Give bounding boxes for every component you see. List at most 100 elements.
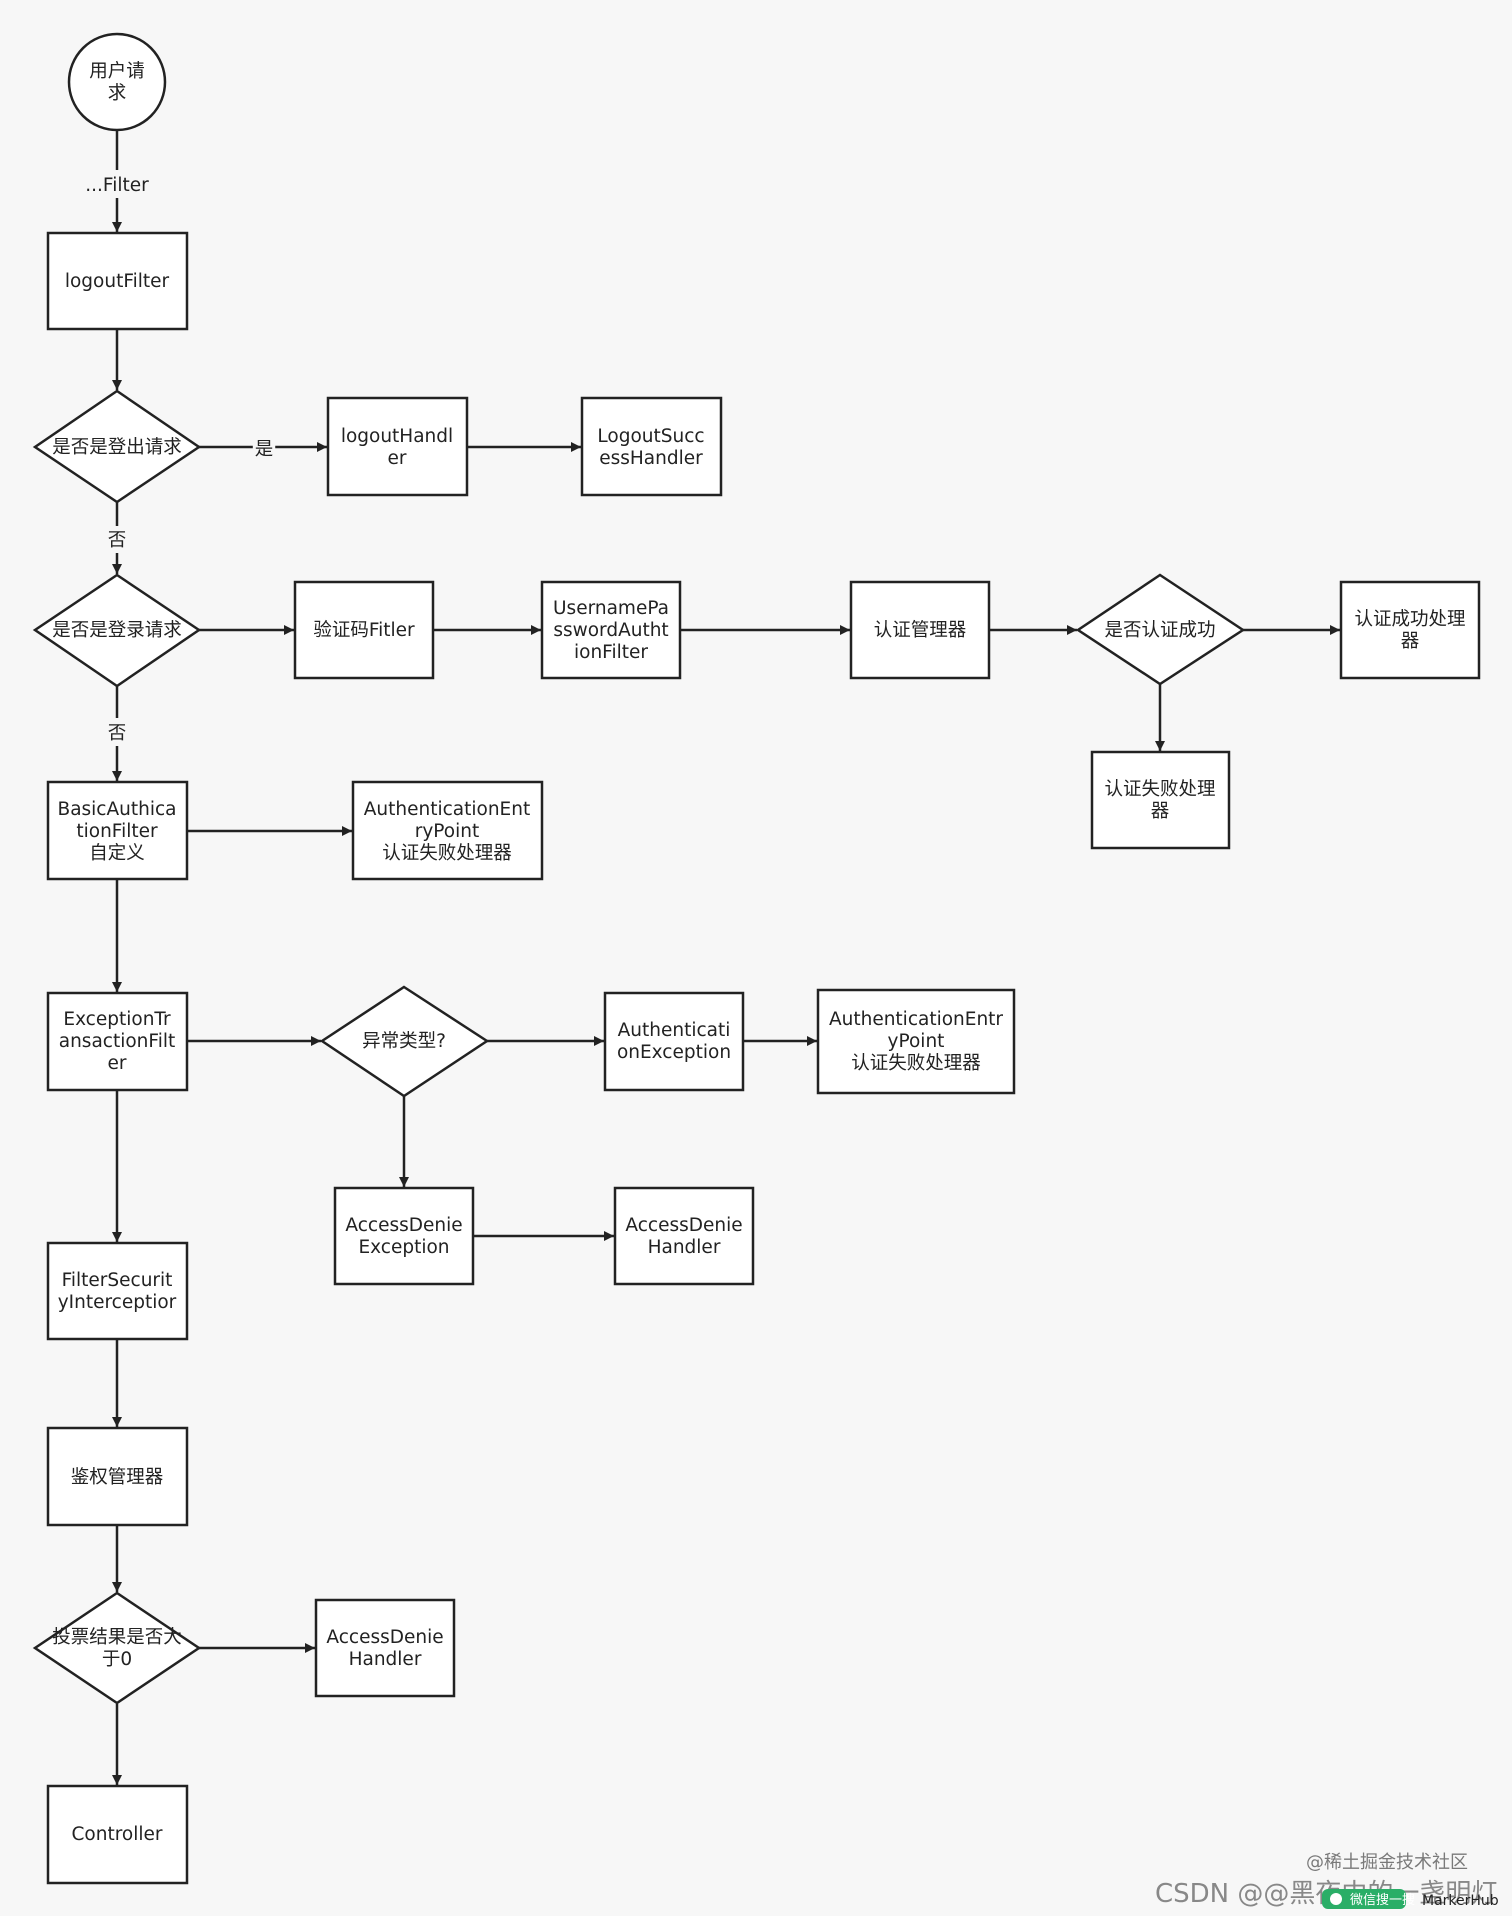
exc-type-label: 异常类型? xyxy=(362,1031,446,1052)
exc-type-label-line: 异常类型? xyxy=(362,1031,446,1052)
auth-success-handler-node xyxy=(1339,580,1481,680)
etf-label-line: ExceptionTr xyxy=(63,1009,171,1030)
ade-label-line: Exception xyxy=(358,1237,449,1258)
wechat-search-badge: 微信搜一搜 xyxy=(1322,1889,1415,1909)
adh-1-label-line: AccessDenie xyxy=(625,1215,742,1236)
controller-node xyxy=(46,1784,189,1885)
authn-exc-label-line: onException xyxy=(617,1042,731,1063)
is-logout-label: 是否是登出请求 xyxy=(52,437,182,458)
start-label-line: 求 xyxy=(108,83,127,104)
entry-point-2-label-line: AuthenticationEntr xyxy=(829,1009,1003,1030)
entry-point-2-label-line: 认证失败处理器 xyxy=(851,1053,981,1074)
upaf-node xyxy=(540,580,682,680)
adh-2-label-line: AccessDenie xyxy=(326,1627,443,1648)
is-login-label: 是否是登录请求 xyxy=(52,620,182,641)
entry-point-node-1 xyxy=(351,780,544,881)
controller-label: Controller xyxy=(71,1824,162,1845)
fsi-label-line: yInterceptior xyxy=(58,1292,177,1313)
edges xyxy=(112,131,1340,1785)
logout-filter-label-line: logoutFilter xyxy=(65,271,170,292)
filter-security-interceptor-node xyxy=(46,1241,189,1341)
basic-filter-label-line: BasicAuthica xyxy=(58,799,177,820)
start-label: 用户请求 xyxy=(89,61,145,104)
auth-mgr-label-line: 认证管理器 xyxy=(874,620,967,641)
upaf-label-line: ionFilter xyxy=(574,642,648,663)
entry-point-2-label-line: yPoint xyxy=(888,1031,945,1052)
auth-success-label: 认证成功处理器 xyxy=(1354,609,1465,652)
auth-mgr-label: 认证管理器 xyxy=(874,620,967,641)
logout-success-handler-node xyxy=(580,396,723,497)
auth-fail-label-line: 器 xyxy=(1151,801,1170,822)
logout-filter-node xyxy=(46,231,189,331)
is-login-decision xyxy=(32,573,202,688)
upaf-label-line: UsernamePa xyxy=(553,598,669,619)
access-denied-handler-node-2 xyxy=(314,1598,456,1698)
auth-ok-label-line: 是否认证成功 xyxy=(1104,620,1215,641)
logout-success-label-line: essHandler xyxy=(599,448,703,469)
basic-auth-filter-node xyxy=(46,780,189,881)
logout-handler-label-line: logoutHandl xyxy=(341,426,453,447)
logout-success-label-line: LogoutSucc xyxy=(597,426,704,447)
is-logout-label-line: 是否是登出请求 xyxy=(52,437,182,458)
captcha-label: 验证码Fitler xyxy=(313,620,415,641)
logout-handler-label-line: er xyxy=(388,448,407,469)
vote-label-line: 投票结果是否大 xyxy=(52,1627,182,1648)
adh-2-label-line: Handler xyxy=(349,1649,422,1670)
authz-mgr-label: 鉴权管理器 xyxy=(71,1467,164,1488)
exception-type-decision xyxy=(319,985,490,1098)
authorization-manager-node xyxy=(46,1426,189,1527)
markerhub-watermark: MarkerHub xyxy=(1422,1893,1499,1909)
auth-fail-label-line: 认证失败处理 xyxy=(1104,779,1215,800)
entry-point-node-2 xyxy=(816,988,1016,1095)
edge-label-filter: ...Filter xyxy=(85,175,149,196)
access-denied-handler-node-1 xyxy=(613,1186,755,1286)
logout-handler-node xyxy=(326,396,469,497)
edge-label-logout-no: 否 xyxy=(108,530,127,551)
authn-exc-label-line: Authenticati xyxy=(618,1020,731,1041)
is-logout-decision xyxy=(32,389,202,504)
auth-ok-label: 是否认证成功 xyxy=(1104,620,1215,641)
logout-filter-label: logoutFilter xyxy=(65,271,170,292)
etf-label-line: ansactionFilt xyxy=(59,1031,175,1052)
entry-point-1-label-line: ryPoint xyxy=(415,821,480,842)
auth-success-label-line: 器 xyxy=(1401,631,1420,652)
start-node xyxy=(67,32,167,132)
vote-label-line: 于0 xyxy=(102,1649,132,1670)
vote-decision xyxy=(32,1591,202,1705)
adh-1-label-line: Handler xyxy=(648,1237,721,1258)
captcha-label-line: 验证码Fitler xyxy=(313,620,415,641)
authz-mgr-label-line: 鉴权管理器 xyxy=(71,1467,164,1488)
basic-filter-label-line: tionFilter xyxy=(76,821,158,842)
entry-point-1-label-line: 认证失败处理器 xyxy=(382,843,512,864)
auth-fail-label: 认证失败处理器 xyxy=(1104,779,1215,822)
access-denied-exception-node xyxy=(333,1186,475,1286)
basic-filter-label-line: 自定义 xyxy=(89,843,145,864)
vote-label: 投票结果是否大于0 xyxy=(52,1627,182,1670)
ade-label-line: AccessDenie xyxy=(345,1215,462,1236)
wechat-badge-text: 微信搜一搜 xyxy=(1350,1893,1415,1908)
auth-manager-node xyxy=(849,580,991,680)
auth-ok-decision xyxy=(1075,573,1246,686)
wechat-logo-icon xyxy=(1330,1893,1342,1905)
edge-label-login-no: 否 xyxy=(108,723,127,744)
auth-fail-handler-node xyxy=(1090,750,1231,850)
juejin-watermark: @稀土掘金技术社区 xyxy=(1306,1852,1468,1873)
controller-label-line: Controller xyxy=(71,1824,162,1845)
is-login-label-line: 是否是登录请求 xyxy=(52,620,182,641)
fsi-label-line: FilterSecurit xyxy=(62,1270,173,1291)
entry-point-1-label-line: AuthenticationEnt xyxy=(364,799,530,820)
exception-translation-filter-node xyxy=(46,991,189,1092)
